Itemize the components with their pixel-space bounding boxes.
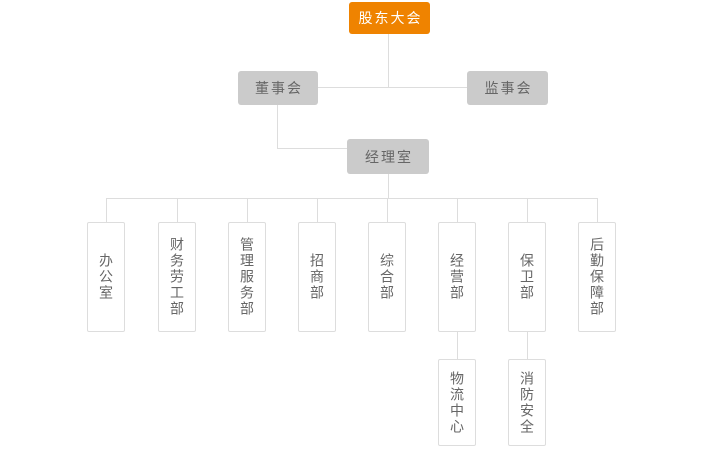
connector-stub <box>457 198 458 222</box>
connector-stub <box>317 198 318 222</box>
node-dept-operations: 经营部 <box>438 222 476 332</box>
node-sub-logistics-center: 物流中心 <box>438 359 476 446</box>
connector-level2-horizontal <box>318 87 467 88</box>
connector-manager-down <box>388 174 389 198</box>
node-manager-office: 经理室 <box>347 139 429 174</box>
node-shareholders-meeting: 股东大会 <box>349 2 430 34</box>
connector-stub <box>387 198 388 222</box>
connector-stub <box>597 198 598 222</box>
node-dept-general: 综合部 <box>368 222 406 332</box>
node-dept-management-service: 管理服务部 <box>228 222 266 332</box>
node-dept-logistics-support: 后勤保障部 <box>578 222 616 332</box>
connector-stub <box>106 198 107 222</box>
node-dept-office: 办公室 <box>87 222 125 332</box>
node-dept-finance-labor: 财务劳工部 <box>158 222 196 332</box>
connector-stub <box>527 198 528 222</box>
node-dept-investment: 招商部 <box>298 222 336 332</box>
connector-root-down <box>388 34 389 87</box>
node-board-of-directors: 董事会 <box>238 71 318 105</box>
connector-stub <box>177 198 178 222</box>
connector-board-to-manager <box>277 148 347 149</box>
connector-board-down <box>277 105 278 148</box>
node-sub-fire-safety: 消防安全 <box>508 359 546 446</box>
connector-stub <box>247 198 248 222</box>
node-supervisory-board: 监事会 <box>467 71 548 105</box>
connector-distribution <box>106 198 597 199</box>
node-dept-security: 保卫部 <box>508 222 546 332</box>
connector-security-down <box>527 332 528 359</box>
connector-operations-down <box>457 332 458 359</box>
